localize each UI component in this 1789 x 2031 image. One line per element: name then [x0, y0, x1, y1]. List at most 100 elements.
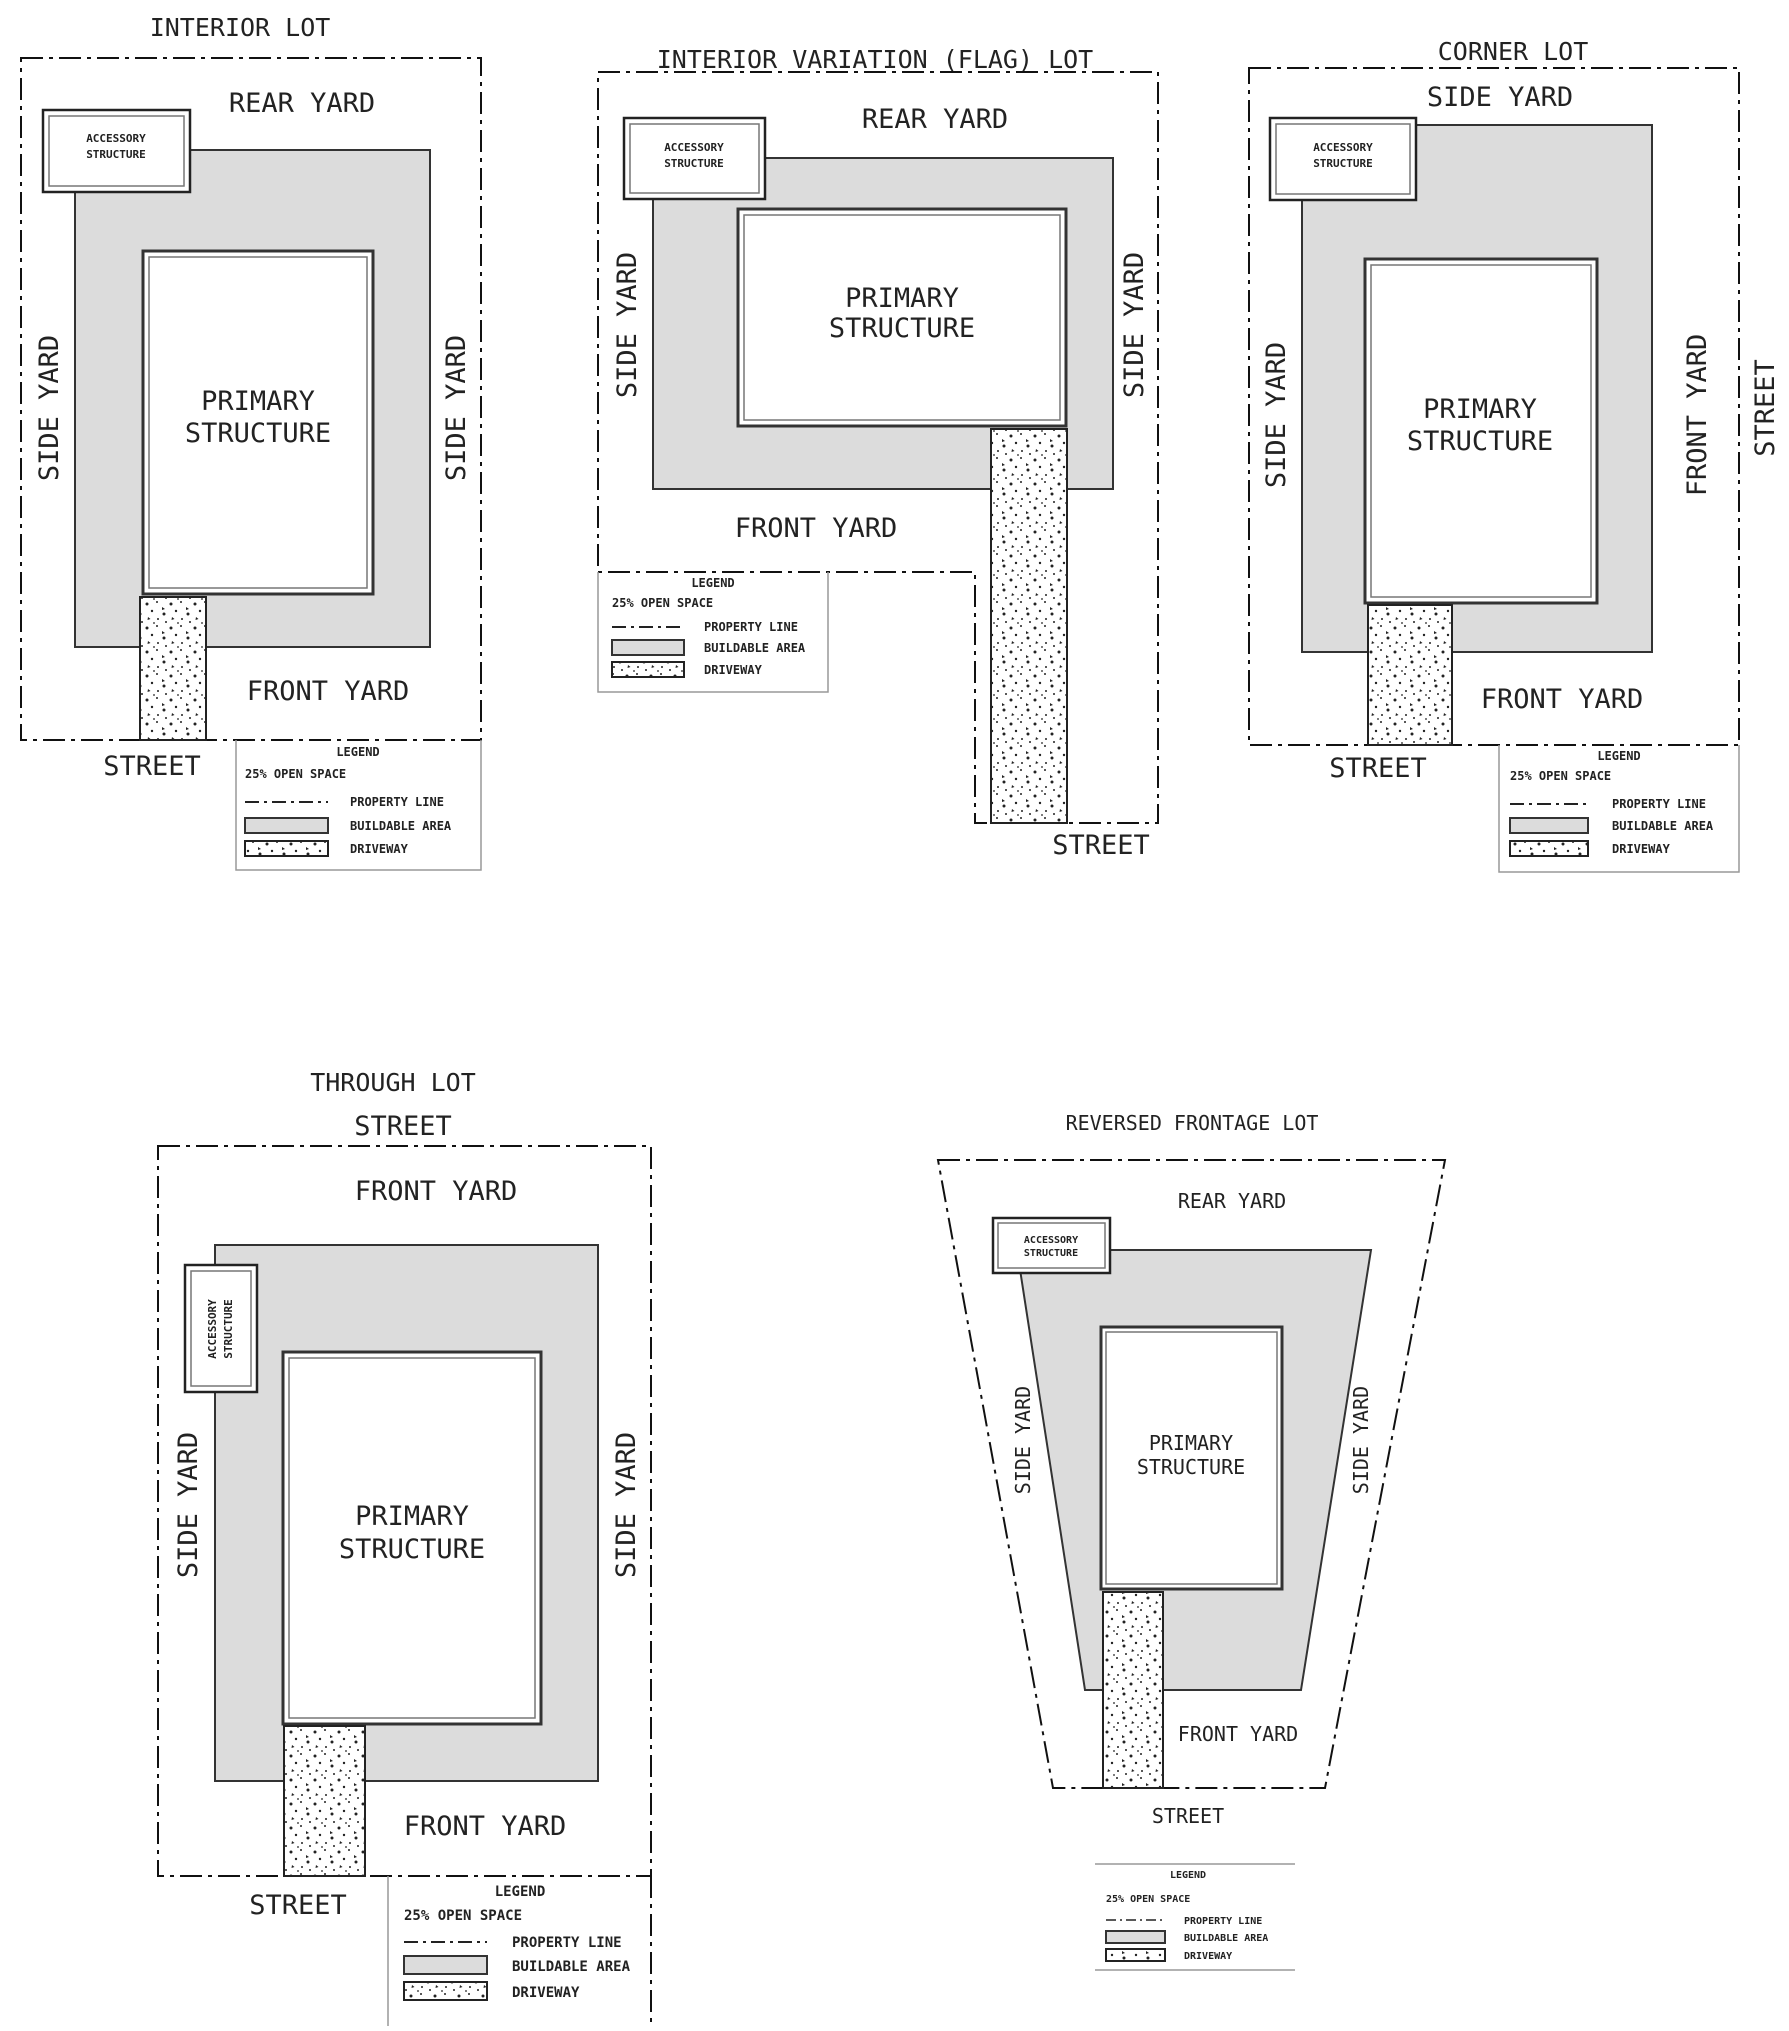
accessory-structure-label: ACCESSORY [664, 141, 724, 154]
street-label: STREET [354, 1111, 452, 1142]
diagram-title: REVERSED FRONTAGE LOT [1066, 1111, 1319, 1135]
diagram-title: INTERIOR LOT [150, 13, 331, 42]
legend-title: LEGEND [691, 576, 734, 590]
legend-title: LEGEND [1170, 1870, 1206, 1881]
front-yard-label: FRONT YARD [404, 1811, 567, 1842]
accessory-structure [991, 1216, 1112, 1275]
side-yard-label: SIDE YARD [1119, 252, 1150, 398]
accessory-structure-label: STRUCTURE [1313, 157, 1373, 170]
primary-structure [1099, 1325, 1284, 1591]
street-label: STREET [249, 1890, 347, 1921]
legend: LEGEND 25% OPEN SPACE PROPERTY LINE BUIL… [1095, 1863, 1295, 1971]
legend-property-line: PROPERTY LINE [704, 620, 798, 634]
rear-yard-label: REAR YARD [862, 104, 1008, 135]
driveway [283, 1725, 366, 1877]
side-yard-label: SIDE YARD [1427, 82, 1573, 113]
accessory-structure-label: STRUCTURE [1024, 1248, 1078, 1259]
legend: LEGEND 25% OPEN SPACE PROPERTY LINE BUIL… [235, 740, 482, 871]
legend-driveway: DRIVEWAY [704, 663, 763, 677]
legend-property-line: PROPERTY LINE [512, 1935, 622, 1951]
legend-driveway: DRIVEWAY [350, 842, 409, 856]
primary-structure-label: STRUCTURE [185, 418, 331, 449]
front-yard-label: FRONT YARD [1178, 1722, 1298, 1746]
side-yard-label: SIDE YARD [441, 335, 472, 481]
interior-lot-diagram: INTERIOR LOT PRIMARY STRUCTURE ACCESSORY… [20, 13, 482, 871]
front-yard-label: FRONT YARD [1682, 334, 1713, 497]
rear-yard-label: REAR YARD [1178, 1189, 1286, 1213]
accessory-structure [622, 116, 767, 201]
accessory-structure [183, 1263, 259, 1394]
street-label: STREET [1329, 753, 1427, 784]
legend-title: LEGEND [495, 1884, 546, 1900]
primary-structure-label: STRUCTURE [1407, 426, 1553, 457]
diagram-title: THROUGH LOT [310, 1068, 476, 1097]
driveway [139, 596, 207, 741]
diagram-title: INTERIOR VARIATION (FLAG) LOT [657, 45, 1094, 74]
property-line [936, 1159, 1447, 1789]
legend-buildable-area: BUILDABLE AREA [1612, 819, 1714, 833]
primary-structure-label: PRIMARY [845, 283, 959, 314]
primary-structure-label: PRIMARY [201, 386, 315, 417]
accessory-structure-label: ACCESSORY [86, 132, 146, 145]
primary-structure-label: PRIMARY [1423, 394, 1537, 425]
accessory-structure [1268, 116, 1418, 202]
street-label: STREET [1152, 1804, 1224, 1828]
legend-subtitle: 25% OPEN SPACE [404, 1908, 522, 1924]
corner-lot-diagram: CORNER LOT PRIMARY STRUCTURE ACCESSORY S… [1248, 37, 1781, 873]
front-yard-label: FRONT YARD [247, 676, 410, 707]
legend-title: LEGEND [1597, 749, 1640, 763]
front-yard-label: FRONT YARD [355, 1176, 518, 1207]
legend-subtitle: 25% OPEN SPACE [1106, 1894, 1190, 1905]
side-yard-label: SIDE YARD [173, 1432, 204, 1578]
primary-structure-label: STRUCTURE [829, 313, 975, 344]
accessory-structure [41, 108, 192, 194]
primary-structure-label: PRIMARY [355, 1501, 469, 1532]
primary-structure-label: STRUCTURE [1137, 1455, 1245, 1479]
street-label: STREET [103, 751, 201, 782]
diagram-title: CORNER LOT [1438, 37, 1589, 66]
accessory-structure-label: ACCESSORY [206, 1299, 219, 1359]
accessory-structure-label: ACCESSORY [1024, 1235, 1078, 1246]
side-yard-label: SIDE YARD [611, 1432, 642, 1578]
legend-subtitle: 25% OPEN SPACE [612, 596, 713, 610]
driveway [990, 428, 1068, 824]
legend-buildable-area: BUILDABLE AREA [704, 641, 806, 655]
legend-driveway: DRIVEWAY [1612, 842, 1671, 856]
primary-structure [281, 1350, 543, 1726]
legend-driveway: DRIVEWAY [512, 1985, 580, 2001]
legend: LEGEND 25% OPEN SPACE PROPERTY LINE BUIL… [1498, 745, 1740, 873]
street-label: STREET [1750, 359, 1781, 457]
accessory-structure-label: ACCESSORY [1313, 141, 1373, 154]
legend-driveway: DRIVEWAY [1184, 1951, 1232, 1962]
legend-buildable-area: BUILDABLE AREA [350, 819, 452, 833]
legend-buildable-area: BUILDABLE AREA [512, 1959, 631, 1975]
primary-structure [736, 207, 1068, 428]
street-label: STREET [1052, 830, 1150, 861]
property-line [1248, 67, 1740, 746]
property-line [20, 57, 482, 741]
primary-structure-label: STRUCTURE [339, 1534, 485, 1565]
accessory-structure-label: STRUCTURE [664, 157, 724, 170]
primary-structure-label: PRIMARY [1149, 1431, 1233, 1455]
primary-structure [1363, 257, 1599, 605]
front-yard-label: FRONT YARD [1481, 684, 1644, 715]
accessory-structure-label: STRUCTURE [86, 148, 146, 161]
property-line [157, 1145, 652, 1877]
side-yard-label: SIDE YARD [34, 335, 65, 481]
legend-property-line: PROPERTY LINE [1612, 797, 1706, 811]
side-yard-label: SIDE YARD [1349, 1386, 1373, 1494]
side-yard-label: SIDE YARD [612, 252, 643, 398]
legend-subtitle: 25% OPEN SPACE [1510, 769, 1611, 783]
legend-buildable-area: BUILDABLE AREA [1184, 1933, 1268, 1944]
legend-subtitle: 25% OPEN SPACE [245, 767, 346, 781]
through-lot-diagram: THROUGH LOT STREET PRIMARY STRUCTURE ACC… [157, 1068, 652, 2026]
legend-title: LEGEND [336, 745, 379, 759]
legend-property-line: PROPERTY LINE [1184, 1916, 1262, 1927]
side-yard-label: SIDE YARD [1011, 1386, 1035, 1494]
legend-property-line: PROPERTY LINE [350, 795, 444, 809]
flag-lot-diagram: INTERIOR VARIATION (FLAG) LOT PRIMARY ST… [597, 45, 1159, 861]
accessory-structure-label: STRUCTURE [222, 1299, 235, 1359]
primary-structure [141, 249, 375, 596]
legend: LEGEND 25% OPEN SPACE PROPERTY LINE BUIL… [597, 572, 829, 693]
